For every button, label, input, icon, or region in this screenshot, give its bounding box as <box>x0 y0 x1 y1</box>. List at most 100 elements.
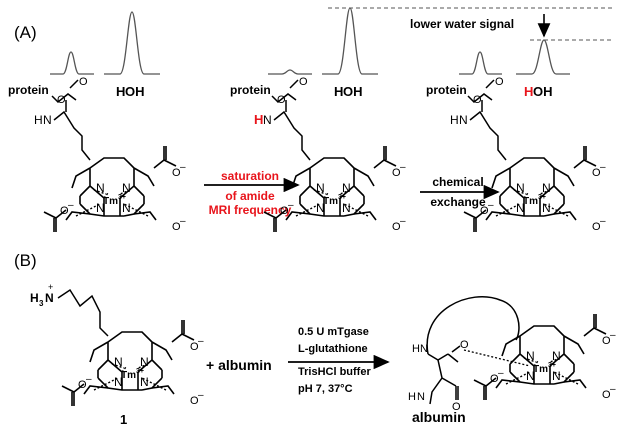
condition-2: L-glutathione <box>298 343 368 355</box>
amide-peak-1 <box>50 51 94 75</box>
lower-water-signal-label: lower water signal <box>410 17 514 31</box>
carboxylate-o-b1b: O <box>78 379 87 391</box>
water-h-1: H <box>116 84 125 99</box>
ring-n-2b: N <box>342 181 351 195</box>
tm-b1: Tm <box>121 370 136 381</box>
carboxylate-o-pc: O <box>602 389 611 401</box>
carboxylate-minus-1a: – <box>180 162 186 173</box>
carboxylate-minus-pa: – <box>610 330 616 341</box>
ring-n-b1b: N <box>140 355 149 369</box>
ring-n-b1c: N <box>114 375 123 389</box>
panel-b-label: (B) <box>14 251 37 270</box>
protein-label-2: protein <box>230 83 271 97</box>
carboxylate-o-3c: O <box>592 221 601 233</box>
saturation-line1: saturation <box>221 169 279 183</box>
carboxylate-o-pa: O <box>602 335 611 347</box>
amide-n-2: N <box>263 113 272 127</box>
water-peak-2 <box>322 7 378 75</box>
condition-3: TrisHCl buffer <box>298 366 371 378</box>
ring-n-2c: N <box>316 201 325 215</box>
carboxylate-minus-1b: – <box>68 200 74 211</box>
carboxylate-minus-pb: – <box>498 368 504 379</box>
carboxylate-o-1c: O <box>172 221 181 233</box>
carboxylate-o-b1a: O <box>190 341 199 353</box>
carboxylate-o-2b: O <box>280 205 289 217</box>
condition-4: pH 7, 37°C <box>298 383 353 395</box>
carboxylate-o-2a: O <box>392 167 401 179</box>
carboxylate-minus-3b: – <box>488 200 494 211</box>
water-h-3-highlighted: H <box>524 84 533 99</box>
molecule-state-2: protein H OH O O H N N N N N Tm 3+ O – O… <box>230 76 406 233</box>
plus-albumin-label: + albumin <box>206 357 272 373</box>
exchange-line2: exchange <box>430 195 486 209</box>
carbamate-o-3: O <box>473 94 482 106</box>
carboxylate-o-3b: O <box>480 205 489 217</box>
ring-n-1c: N <box>96 201 105 215</box>
albumin-conjugate-product: HN O O H N albumin N N N N Tm 3+ O – O –… <box>408 296 616 425</box>
product-amide-o: O <box>460 339 469 351</box>
amide-h-2-highlighted: H <box>254 112 263 127</box>
tm-product: Tm <box>533 364 548 375</box>
tm-3: Tm <box>523 196 538 207</box>
condition-1: 0.5 U mTgase <box>298 326 369 338</box>
tm-2: Tm <box>323 196 338 207</box>
water-oh-2: OH <box>343 84 363 99</box>
compound-1: H 3 N + N N N N Tm 3+ O – O – O – 1 <box>30 282 204 427</box>
amine-plus: + <box>48 282 53 292</box>
ring-n-pc: N <box>526 369 535 383</box>
carboxylate-o-1a: O <box>172 167 181 179</box>
saturation-line2: of amide <box>225 189 275 203</box>
amide-peak-2 <box>268 69 312 75</box>
carboxylate-o-3a: O <box>592 167 601 179</box>
carboxylate-minus-b1b: – <box>86 374 92 385</box>
carboxylate-minus-1c: – <box>180 216 186 227</box>
ring-n-pa: N <box>526 349 535 363</box>
carboxylate-minus-3a: – <box>600 162 606 173</box>
carboxylate-minus-2c: – <box>400 216 406 227</box>
amine-sub3: 3 <box>39 299 44 308</box>
amide-h-3: H <box>450 113 459 127</box>
amine-n: N <box>45 291 54 305</box>
ring-n-3c: N <box>516 201 525 215</box>
water-peak-1 <box>104 11 160 75</box>
carbonyl-o-2: O <box>299 76 308 88</box>
ring-n-2a: N <box>316 181 325 195</box>
water-oh-3: OH <box>533 84 553 99</box>
ring-n-b1d: N <box>140 375 149 389</box>
tm-charge-b1: 3+ <box>136 368 144 375</box>
carboxylate-minus-3c: – <box>600 216 606 227</box>
carboxylate-minus-pc: – <box>610 384 616 395</box>
molecule-state-1: protein H OH O O H N N N N N Tm 3+ O – O… <box>8 76 186 233</box>
amide-h-1: H <box>34 113 43 127</box>
ring-n-1b: N <box>122 181 131 195</box>
ring-n-pb: N <box>552 349 561 363</box>
ring-n-3a: N <box>516 181 525 195</box>
water-oh-1: OH <box>125 84 145 99</box>
carboxylate-minus-2b: – <box>288 200 294 211</box>
exchange-line1: chemical <box>432 175 483 189</box>
protein-label-1: protein <box>8 83 49 97</box>
amide-n-3: N <box>459 113 468 127</box>
water-peak-3 <box>516 39 570 75</box>
tm-charge-product: 3+ <box>548 362 556 369</box>
product-side-o: O <box>452 401 461 413</box>
carboxylate-o-pb: O <box>490 373 499 385</box>
panel-a-label: (A) <box>14 23 37 42</box>
product-amide-hn: HN <box>412 343 428 355</box>
ring-n-3b: N <box>542 181 551 195</box>
carboxylate-minus-2a: – <box>400 162 406 173</box>
tm-charge-3: 3+ <box>538 194 546 201</box>
amide-peak-3 <box>459 51 502 75</box>
carboxylate-o-1b: O <box>60 205 69 217</box>
carboxylate-o-2c: O <box>392 221 401 233</box>
tm-charge-2: 3+ <box>338 194 346 201</box>
carboxylate-minus-b1c: – <box>198 390 204 401</box>
carbonyl-o-1: O <box>79 76 88 88</box>
ring-n-3d: N <box>542 201 551 215</box>
compound-1-label: 1 <box>120 412 127 427</box>
ring-n-1d: N <box>122 201 131 215</box>
amine-h: H <box>30 291 39 305</box>
molecule-state-3: protein H OH O O H N N N N N Tm 3+ O – O… <box>426 76 606 233</box>
water-h-2: H <box>334 84 343 99</box>
